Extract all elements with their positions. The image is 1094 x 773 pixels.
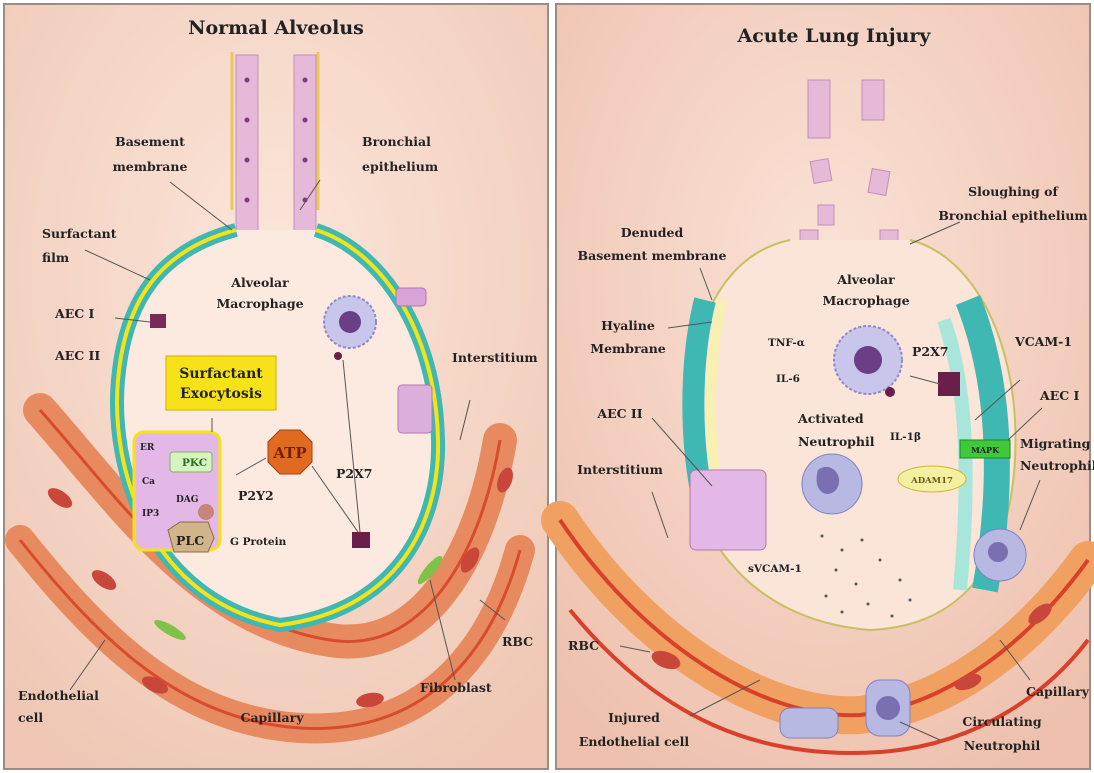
injured-endothelial-label-1: Injured — [608, 710, 660, 725]
alveolar-macrophage-label-2: Macrophage — [216, 296, 303, 311]
svcam1-label: sVCAM-1 — [748, 563, 802, 575]
circulating-neutrophil-label-2: Neutrophil — [964, 738, 1041, 753]
surfactant-exocytosis-label-2: Exocytosis — [180, 386, 262, 402]
hyaline-label-2: Membrane — [590, 341, 666, 356]
right-aec1-label: AEC I — [1039, 388, 1080, 403]
g-protein-label: G Protein — [230, 536, 287, 548]
migrating-neutrophil-label-2: Neutrophil — [1020, 458, 1094, 473]
p2x7-receptor — [938, 372, 960, 396]
endothelial-cell-label-2: cell — [18, 710, 43, 725]
migrating-neutrophil — [974, 529, 1026, 581]
endothelial-cell-label-1: Endothelial — [18, 688, 99, 703]
interstitium-label: Interstitium — [452, 350, 538, 365]
left-capillary-label: Capillary — [241, 710, 305, 725]
alveolar-macrophage-label-1: Alveolar — [230, 275, 289, 290]
normal-alveolus-title: Normal Alveolus — [188, 17, 364, 39]
activated-neutrophil — [802, 454, 862, 514]
il1b-label: IL-1β — [890, 431, 921, 443]
p2x7-receptor — [352, 532, 370, 548]
injured-endothelial-label-2: Endothelial cell — [579, 734, 690, 749]
basement-membrane-label-2: membrane — [113, 159, 188, 174]
normal-alveolus-panel: Normal Alveolus — [4, 4, 548, 769]
circulating-neutrophil-label-1: Circulating — [962, 714, 1041, 729]
right-alveolar-macrophage-label-2: Macrophage — [822, 293, 909, 308]
il6-label: IL-6 — [776, 373, 800, 385]
denuded-label-2: Basement membrane — [578, 248, 727, 263]
fibroblast-label: Fibroblast — [420, 680, 492, 695]
acute-lung-injury-title: Acute Lung Injury — [737, 25, 932, 47]
activated-neutrophil-label-2: Neutrophil — [798, 434, 875, 449]
p2y2-label: P2Y2 — [238, 488, 274, 503]
sloughing-label-1: Sloughing of — [968, 184, 1059, 199]
hyaline-label-1: Hyaline — [601, 318, 655, 333]
right-p2x7-label: P2X7 — [912, 344, 949, 359]
sloughing-label-2: Bronchial epithelium — [938, 208, 1087, 223]
atp-label: ATP — [272, 444, 306, 462]
er-label: ER — [140, 443, 155, 453]
p2x7-label: P2X7 — [336, 466, 373, 481]
surfactant-film-label-1: Surfactant — [42, 226, 117, 241]
right-rbc-label: RBC — [568, 638, 599, 653]
bronchial-epithelium-label-2: epithelium — [362, 159, 438, 174]
ip3-label: IP3 — [142, 509, 159, 519]
migrating-neutrophil-label-1: Migrating — [1020, 436, 1091, 451]
right-aec2-label: AEC II — [596, 406, 642, 421]
vcam1-label: VCAM-1 — [1014, 334, 1072, 349]
interstitium-cell — [396, 288, 426, 306]
bronchial-epithelium-label-1: Bronchial — [362, 134, 431, 149]
mapk-label: MAPK — [971, 445, 1000, 455]
aec1-label: AEC I — [54, 306, 95, 321]
surfactant-film-label-2: film — [42, 250, 69, 265]
basement-membrane-label-1: Basement — [115, 134, 185, 149]
aec2-cell — [690, 470, 766, 550]
interstitial-cell — [398, 385, 432, 433]
right-alveolar-macrophage-label-1: Alveolar — [836, 272, 895, 287]
pkc-label: PKC — [182, 457, 207, 469]
aec2-label: AEC II — [54, 348, 100, 363]
adam17-label: ADAM17 — [910, 476, 953, 486]
plc-label: PLC — [176, 533, 204, 548]
activated-neutrophil-label-1: Activated — [797, 411, 864, 426]
left-rbc-label: RBC — [502, 634, 533, 649]
denuded-label-1: Denuded — [621, 225, 684, 240]
g-protein — [198, 504, 214, 520]
acute-lung-injury-panel: Acute Lung Injury — [556, 4, 1094, 769]
right-capillary-label: Capillary — [1026, 684, 1090, 699]
aec1-cell — [150, 314, 166, 328]
ca-label: Ca — [142, 477, 155, 487]
surfactant-exocytosis-label-1: Surfactant — [179, 366, 263, 382]
dag-label: DAG — [176, 495, 198, 505]
right-interstitium-label: Interstitium — [577, 462, 663, 477]
tnf-label: TNF-α — [768, 337, 805, 349]
